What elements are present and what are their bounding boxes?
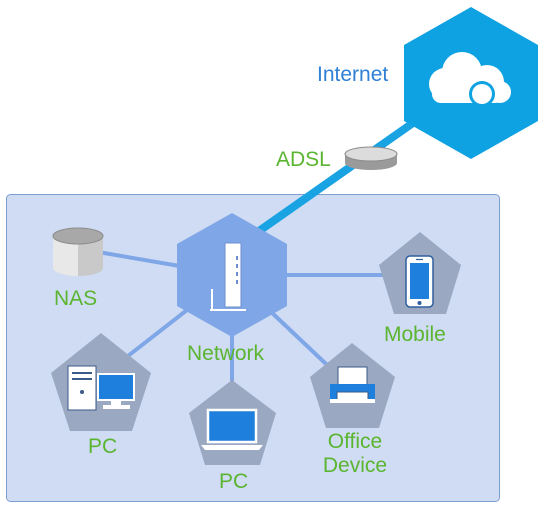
wan-link-line xyxy=(229,114,423,254)
pc-bottom-label: PC xyxy=(219,470,249,493)
desktop-computer-icon xyxy=(67,365,135,411)
pc-left-label: PC xyxy=(88,435,118,458)
network-label: Network xyxy=(187,342,265,365)
modem-icon[interactable] xyxy=(344,146,398,170)
office-label-line1: Office xyxy=(327,430,383,453)
laptop-icon xyxy=(201,408,263,450)
disk-storage-icon[interactable] xyxy=(52,227,104,276)
office-device-label: Office Device xyxy=(316,430,394,478)
printer-icon xyxy=(330,366,375,403)
office-label-line2: Device xyxy=(322,454,388,477)
mobile-node[interactable] xyxy=(379,232,461,314)
cloud-icon xyxy=(429,52,511,107)
adsl-label: ADSL xyxy=(276,148,331,171)
mobile-label: Mobile xyxy=(384,323,446,346)
smartphone-icon xyxy=(405,255,434,308)
internet-label: Internet xyxy=(317,63,389,86)
network-node[interactable] xyxy=(177,213,287,337)
internet-node[interactable] xyxy=(404,7,538,159)
router-icon xyxy=(210,242,246,311)
nas-label: NAS xyxy=(54,287,98,310)
office-node[interactable] xyxy=(310,343,395,428)
pc-left-node[interactable] xyxy=(51,333,151,431)
pc-bottom-node[interactable] xyxy=(189,380,276,465)
